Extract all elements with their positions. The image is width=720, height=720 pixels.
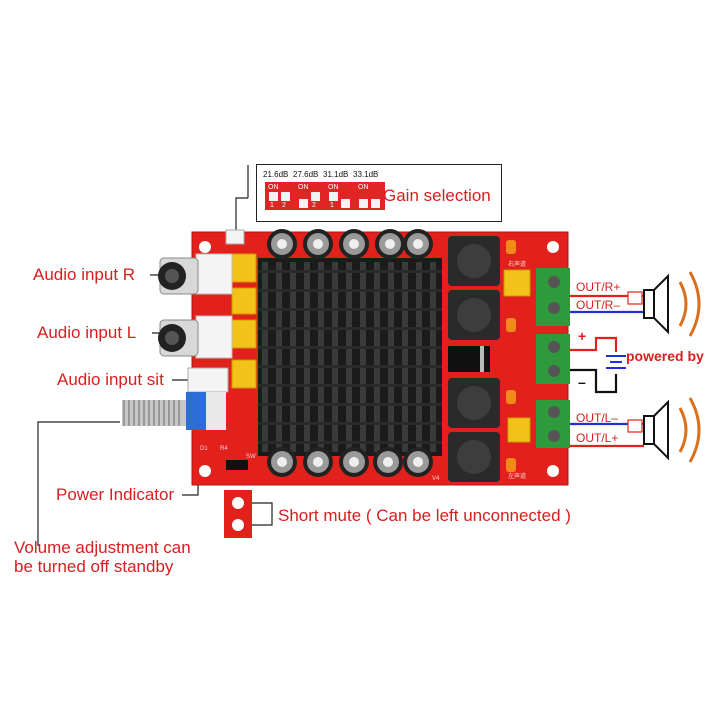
dip-pin-1: 1 xyxy=(270,202,274,209)
speaker-terminal-r xyxy=(536,268,570,326)
volume-line-2: be turned off standby xyxy=(14,557,174,576)
gain-selection-panel: 21.6dB ON 1 2 27.6dB ON 1 2 31.1dB ON 1 … xyxy=(256,164,502,222)
volume-adjustment-label: Volume adjustment can be turned off stan… xyxy=(14,538,191,576)
power-indicator-label: Power Indicator xyxy=(56,485,175,504)
power-minus-label: – xyxy=(578,374,586,390)
rca-jack-l xyxy=(158,315,233,359)
rca-jack-r xyxy=(158,253,233,295)
speaker-right-icon xyxy=(643,271,701,337)
audio-input-r-label: Audio input R xyxy=(33,265,136,284)
speaker-left-icon xyxy=(643,397,701,463)
dip-pin-2: 2 xyxy=(372,202,376,209)
out-l-minus-label: OUT/L– xyxy=(576,411,619,425)
audio-input-socket xyxy=(187,367,229,393)
dip-pin-2: 2 xyxy=(342,202,346,209)
gain-switch-31-1db: 31.1dB ON 1 2 xyxy=(323,170,355,214)
gain-switch-33-1db: 33.1dB ON 1 2 xyxy=(353,170,385,214)
heatsink xyxy=(258,258,442,456)
dip-on-label: ON xyxy=(298,184,309,191)
out-r-plus-label: OUT/R+ xyxy=(576,280,621,294)
audio-input-sit-label: Audio input sit xyxy=(57,370,164,389)
short-mute-label: Short mute ( Can be left unconnected ) xyxy=(278,506,571,525)
gain-switch-27-6db: 27.6dB ON 1 2 xyxy=(293,170,325,214)
volume-potentiometer xyxy=(122,392,226,430)
capacitors-top xyxy=(267,229,433,259)
volume-line-1: Volume adjustment can xyxy=(14,538,191,557)
power-terminal xyxy=(536,334,570,384)
svg-text:R4: R4 xyxy=(220,446,228,452)
svg-text:右声道: 右声道 xyxy=(508,260,526,268)
svg-text:左声道: 左声道 xyxy=(508,472,526,480)
dip-pin-1: 1 xyxy=(300,202,304,209)
powered-by-label: powered by xyxy=(626,348,704,364)
audio-input-l-label: Audio input L xyxy=(37,323,137,342)
dip-on-label: ON xyxy=(328,184,339,191)
gain-switch-21-6db: 21.6dB ON 1 2 xyxy=(263,170,295,214)
dip-on-label: ON xyxy=(268,184,279,191)
gain-db-label: 27.6dB xyxy=(293,170,319,179)
inductors xyxy=(448,236,500,482)
power-plus-label: + xyxy=(578,328,587,344)
gain-selection-title: Gain selection xyxy=(383,186,491,205)
dip-pin-2: 2 xyxy=(312,202,316,209)
dip-on-label: ON xyxy=(358,184,369,191)
mute-header xyxy=(224,460,252,538)
svg-text:SW: SW xyxy=(246,454,256,460)
capacitors-bottom xyxy=(267,447,433,477)
svg-text:V4: V4 xyxy=(432,476,440,482)
svg-text:D1: D1 xyxy=(200,446,208,452)
speaker-terminal-l xyxy=(536,400,570,448)
gain-db-label: 31.1dB xyxy=(323,170,349,179)
gain-db-label: 21.6dB xyxy=(263,170,289,179)
input-capacitors xyxy=(231,253,531,443)
dip-pin-1: 1 xyxy=(330,202,334,209)
out-l-plus-label: OUT/L+ xyxy=(576,431,619,445)
out-r-minus-label: OUT/R– xyxy=(576,298,621,312)
dip-pin-2: 2 xyxy=(282,202,286,209)
gain-db-label: 33.1dB xyxy=(353,170,379,179)
dip-pin-1: 1 xyxy=(360,202,364,209)
